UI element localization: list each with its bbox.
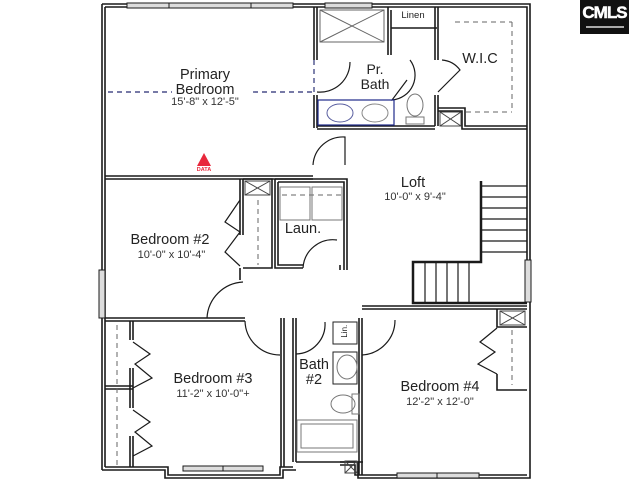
triangle-icon (197, 153, 211, 166)
logo-text: CMLS (582, 3, 628, 23)
loft-dims: 10'-0" x 9'-4" (384, 191, 446, 203)
toilet-primary (405, 93, 425, 125)
primary-bath-name-2: Bath (360, 75, 390, 92)
linen-label: Linen (401, 10, 425, 21)
primary-bath-name-1: Pr. (366, 61, 384, 77)
bath2-label: Bath #2 (296, 357, 332, 389)
primary-bedroom-name-1: Primary (180, 67, 230, 83)
logo-underline (586, 26, 624, 28)
primary-bath-label: Pr. Bath (350, 62, 400, 91)
data-marker-label: DATA (196, 167, 212, 173)
shower (319, 9, 385, 43)
interior-walls (105, 7, 527, 475)
bath2-name-1: Bath (299, 357, 329, 373)
primary-bedroom-dims: 15'-8" x 12'-5" (171, 96, 239, 108)
bedroom4-dims: 12'-2" x 12'-0" (406, 396, 474, 408)
bedroom2-dims: 10'-0" x 10'-4" (137, 249, 206, 261)
washer-dryer (279, 186, 343, 221)
dashed-lines (108, 21, 513, 465)
wic-label: W.I.C (462, 51, 498, 67)
bedroom2-label: Bedroom #2 (130, 232, 210, 248)
primary-bedroom-label: Primary Bedroom (160, 67, 250, 99)
bedroom4-label: Bedroom #4 (400, 379, 480, 395)
stairs (424, 185, 527, 303)
bath2-fixtures (296, 321, 360, 453)
laundry-label: Laun. (284, 221, 322, 237)
bedroom3-label: Bedroom #3 (173, 371, 253, 387)
loft-label: Loft (400, 175, 426, 191)
doors (206, 59, 461, 356)
chase-boxes (244, 111, 526, 474)
windows (98, 2, 532, 479)
cmls-logo: CMLS (580, 0, 629, 34)
data-marker[interactable]: DATA (194, 153, 214, 175)
lin-label: Lin. (339, 324, 349, 338)
bifold-doors (132, 199, 498, 457)
bath2-name-2: #2 (305, 372, 323, 389)
primary-bedroom-name-2: Bedroom (175, 82, 235, 99)
bedroom3-dims: 11'-2" x 10'-0"+ (176, 388, 250, 400)
vanity (317, 99, 395, 126)
